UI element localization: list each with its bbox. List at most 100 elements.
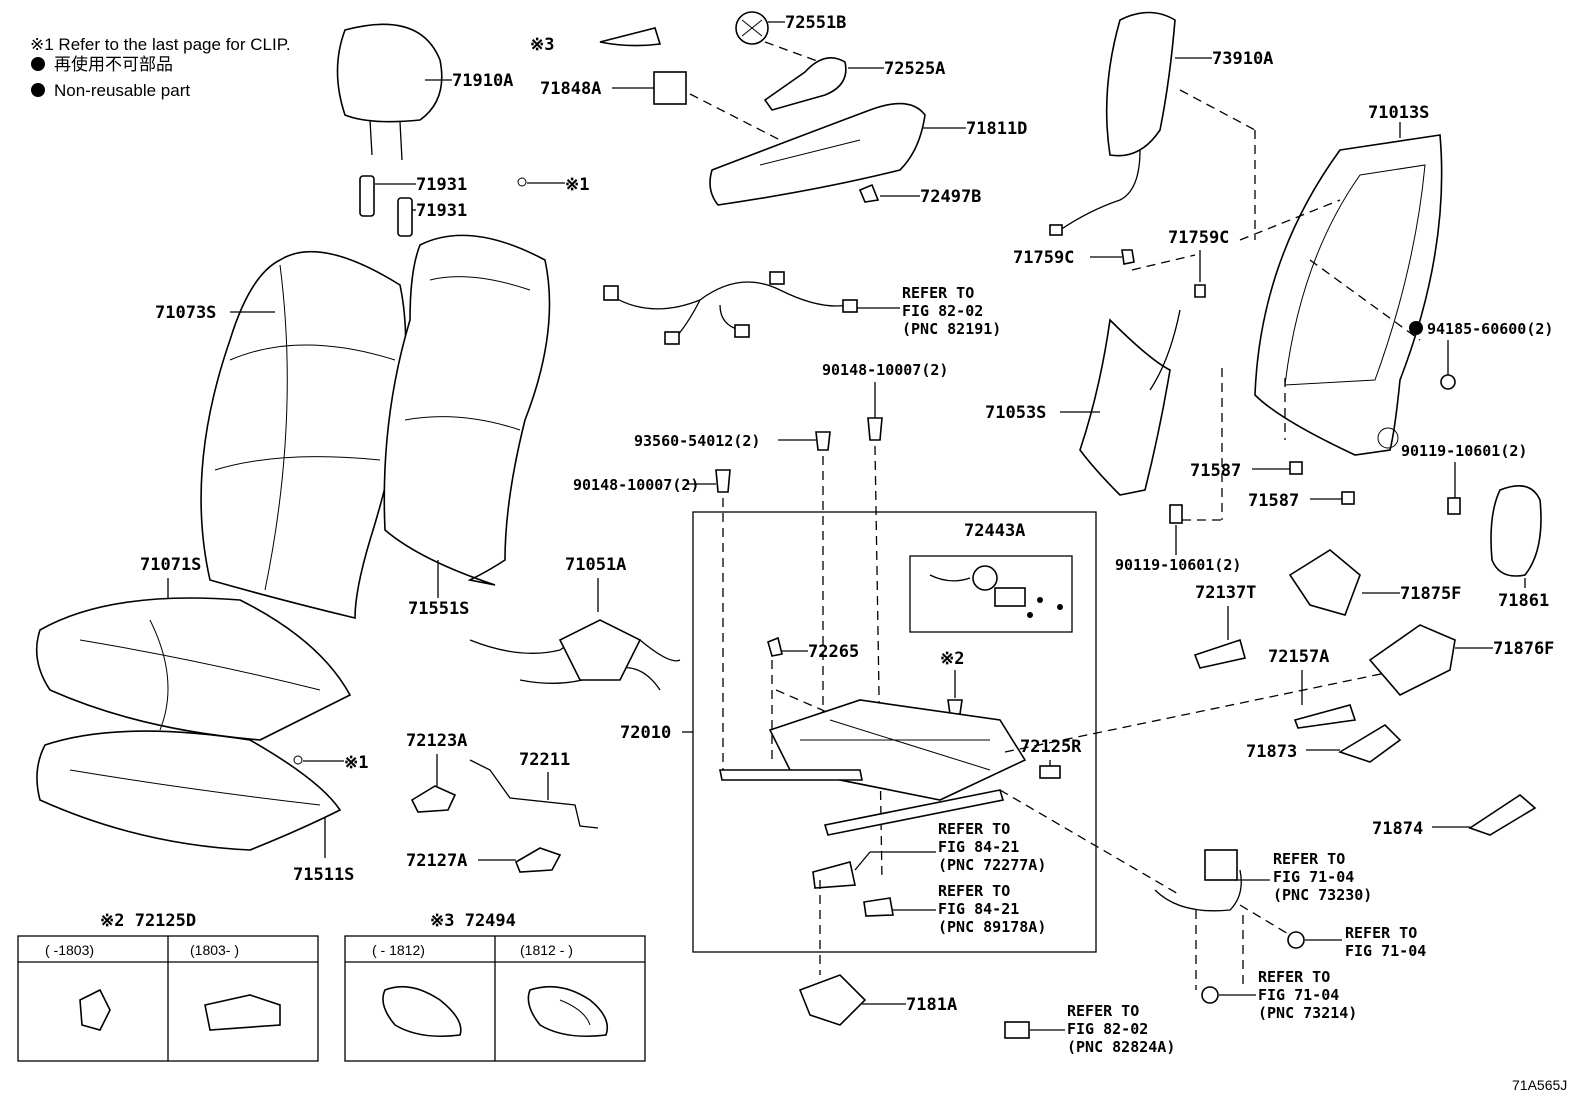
ref-71-04-a-l1[interactable]: REFER TO: [1273, 850, 1345, 868]
wire-71051A-drawing: [469, 619, 681, 691]
seatback-bracket-71053S-drawing: [1079, 309, 1181, 496]
part-71873[interactable]: 71873: [1246, 742, 1297, 762]
wire-harness-drawing: [603, 271, 858, 345]
ref-71-04-b-l2[interactable]: FIG 71-04: [1345, 942, 1426, 960]
bolt-93560-drawing: [815, 431, 831, 451]
ref-84-21-a-l3[interactable]: (PNC 72277A): [938, 856, 1046, 874]
part-71587-a[interactable]: 71587: [1190, 461, 1241, 481]
part-71931-b[interactable]: 71931: [416, 201, 467, 221]
cover-variant-2-hole: [559, 999, 591, 1026]
ref-71-04-a-l3[interactable]: (PNC 73230): [1273, 886, 1372, 904]
seat-cushion-cover-drawing: [35, 597, 352, 741]
ref-84-21-b-l1[interactable]: REFER TO: [938, 882, 1010, 900]
part-71811D[interactable]: 71811D: [966, 119, 1027, 139]
part-71073S[interactable]: 71073S: [155, 303, 216, 323]
part-71931-a[interactable]: 71931: [416, 175, 467, 195]
clip-mark-1b[interactable]: ※1: [344, 753, 368, 773]
ref-82-02-a-l2[interactable]: FIG 82-02: [902, 302, 983, 320]
table-72494-col2: (1812 - ): [520, 942, 573, 958]
part-72551B[interactable]: 72551B: [785, 13, 846, 33]
part-72525A[interactable]: 72525A: [884, 59, 945, 79]
bolt-90148-b-drawing: [867, 417, 883, 441]
part-90148-10007-a[interactable]: 90148-10007(2): [573, 476, 699, 494]
part-71848A[interactable]: 71848A: [540, 79, 601, 99]
clip-mark-1a[interactable]: ※1: [565, 175, 589, 195]
part-72125R[interactable]: 72125R: [1020, 737, 1082, 757]
ref-71-04-c-l3[interactable]: (PNC 73214): [1258, 1004, 1357, 1022]
bolt-drawing: [1447, 497, 1461, 515]
part-71875F[interactable]: 71875F: [1400, 584, 1461, 604]
cover-72157A-drawing: [1293, 704, 1357, 729]
ref-84-21-a-l1[interactable]: REFER TO: [938, 820, 1010, 838]
part-90119-10601-b[interactable]: 90119-10601(2): [1115, 556, 1241, 574]
clip-89178A-drawing: [863, 897, 894, 917]
side-cover-71811D-drawing: [709, 102, 926, 206]
table-72125D-col1: ( -1803): [45, 942, 94, 958]
ref-84-21-b-l3[interactable]: (PNC 89178A): [938, 918, 1046, 936]
part-71587-b[interactable]: 71587: [1248, 491, 1299, 511]
motor-72443A-drawing: [929, 565, 1063, 618]
lever-72525A-drawing: [763, 56, 847, 111]
part-72123A[interactable]: 72123A: [406, 731, 467, 751]
part-73910A[interactable]: 73910A: [1212, 49, 1273, 69]
part-94185-60600[interactable]: 94185-60600(2): [1427, 320, 1553, 338]
non-reusable-dot-icon: [31, 57, 45, 71]
note-non-reusable: Non-reusable part: [54, 81, 190, 100]
part-71013S[interactable]: 71013S: [1368, 103, 1429, 123]
clip-72265-drawing: [767, 636, 783, 657]
bolt-73214-drawing: [1201, 986, 1219, 1004]
part-93560-54012[interactable]: 93560-54012(2): [634, 432, 760, 450]
mark-3[interactable]: ※3: [530, 35, 554, 55]
seatback-frame-71013S-drawing: [1254, 134, 1443, 456]
ref-82-02-b-l1[interactable]: REFER TO: [1067, 1002, 1139, 1020]
part-71759C-b[interactable]: 71759C: [1168, 228, 1229, 248]
part-71071S[interactable]: 71071S: [140, 555, 201, 575]
part-71759C-a[interactable]: 71759C: [1013, 248, 1074, 268]
part-72497B[interactable]: 72497B: [920, 187, 981, 207]
part-7181A[interactable]: 7181A: [906, 995, 957, 1015]
ref-71-04-a-l2[interactable]: FIG 71-04: [1273, 868, 1354, 886]
ref-82-02-b-l2[interactable]: FIG 82-02: [1067, 1020, 1148, 1038]
part-72157A[interactable]: 72157A: [1268, 647, 1329, 667]
bracket-72277A-drawing: [812, 861, 856, 889]
note-clip: ※1 Refer to the last page for CLIP.: [30, 35, 291, 54]
cover-variant-1-drawing: [382, 985, 462, 1038]
part-72443A[interactable]: 72443A: [964, 521, 1025, 541]
ref-82-02-a-l3[interactable]: (PNC 82191): [902, 320, 1001, 338]
table-72125D-col2: (1803- ): [190, 942, 239, 958]
clip-72497B-drawing: [858, 183, 880, 203]
cap-71587-b-drawing: [1341, 491, 1355, 505]
seatback-pad-drawing: [383, 234, 551, 586]
ref-71-04-c-l1[interactable]: REFER TO: [1258, 968, 1330, 986]
part-72127A[interactable]: 72127A: [406, 851, 467, 871]
clip-71759C-b-drawing: [1194, 284, 1206, 298]
part-71051A[interactable]: 71051A: [565, 555, 626, 575]
part-71861[interactable]: 71861: [1498, 591, 1549, 611]
ref-82-02-b-l3[interactable]: (PNC 82824A): [1067, 1038, 1175, 1056]
bracket-7181A-drawing: [798, 974, 867, 1026]
ref-71-04-b-l1[interactable]: REFER TO: [1345, 924, 1417, 942]
mark-2[interactable]: ※2: [940, 649, 964, 669]
ref-84-21-a-l2[interactable]: FIG 84-21: [938, 838, 1019, 856]
part-71876F[interactable]: 71876F: [1493, 639, 1554, 659]
part-71053S[interactable]: 71053S: [985, 403, 1046, 423]
cover-72125R-drawing: [1039, 765, 1061, 779]
part-71551S[interactable]: 71551S: [408, 599, 469, 619]
cover-71873-drawing: [1338, 723, 1402, 763]
knob-72551B-drawing: [735, 11, 769, 45]
ref-82-02-a-l1[interactable]: REFER TO: [902, 284, 974, 302]
table-72494-col1: ( - 1812): [372, 942, 425, 958]
part-72137T[interactable]: 72137T: [1195, 583, 1256, 603]
part-71910A[interactable]: 71910A: [452, 71, 513, 91]
ref-84-21-b-l2[interactable]: FIG 84-21: [938, 900, 1019, 918]
part-90148-10007-b[interactable]: 90148-10007(2): [822, 361, 948, 379]
part-71511S[interactable]: 71511S: [293, 865, 354, 885]
part-71874[interactable]: 71874: [1372, 819, 1423, 839]
part-90119-10601-a[interactable]: 90119-10601(2): [1401, 442, 1527, 460]
part-72265[interactable]: 72265: [808, 642, 859, 662]
bolt-90148-a-drawing: [715, 469, 731, 493]
part-72211[interactable]: 72211: [519, 750, 570, 770]
ref-71-04-c-l2[interactable]: FIG 71-04: [1258, 986, 1339, 1004]
part-72010[interactable]: 72010: [620, 723, 671, 743]
